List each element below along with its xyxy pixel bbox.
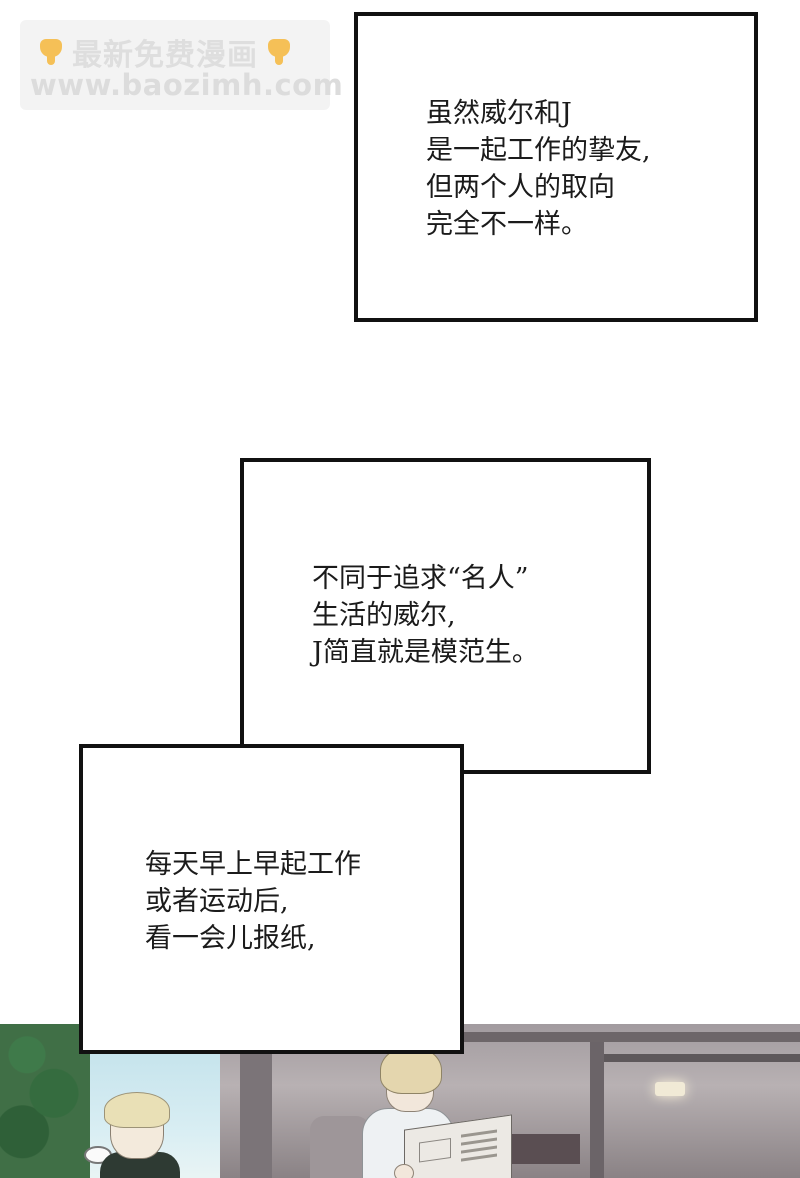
pointing-down-hand-icon [36, 37, 66, 67]
watermark-line1: 最新免费漫画 [72, 38, 258, 73]
watermark-line2: www.baozimh.com [30, 68, 344, 102]
caption-line: 完全不一样。 [426, 209, 588, 240]
character-right-hand [394, 1164, 414, 1178]
caption-text-2: 不同于追求“名人” 生活的威尔, J简直就是模范生。 [312, 560, 539, 671]
caption-line: 生活的威尔, [312, 600, 456, 631]
pillar [240, 1054, 272, 1178]
caption-text-1: 虽然威尔和J 是一起工作的挚友, 但两个人的取向 完全不一样。 [426, 95, 651, 243]
caption-line: 虽然威尔和J [426, 98, 572, 129]
caption-line: 不同于追求“名人” [312, 563, 529, 594]
caption-line: 看一会儿报纸, [145, 923, 316, 954]
character-left-hair [104, 1092, 170, 1128]
caption-line: 但两个人的取向 [426, 172, 615, 203]
caption-box-2: 不同于追求“名人” 生活的威尔, J简直就是模范生。 [240, 458, 651, 774]
watermark: 最新免费漫画 www.baozimh.com [20, 20, 343, 110]
armchair [310, 1116, 370, 1178]
pillar [590, 1042, 604, 1178]
caption-text-3: 每天早上早起工作 或者运动后, 看一会儿报纸, [145, 846, 361, 957]
caption-box-3: 每天早上早起工作 或者运动后, 看一会儿报纸, [79, 744, 464, 1054]
ceiling-lamp [655, 1082, 685, 1096]
shelf [510, 1134, 580, 1164]
caption-line: 或者运动后, [145, 886, 289, 917]
caption-box-1: 虽然威尔和J 是一起工作的挚友, 但两个人的取向 完全不一样。 [354, 12, 758, 322]
ceiling-beam [460, 1032, 800, 1042]
watermark-line1-row: 最新免费漫画 [36, 30, 294, 74]
ceiling-beam [590, 1054, 800, 1062]
pointing-down-hand-icon [264, 37, 294, 67]
tree [0, 1024, 90, 1178]
caption-line: 是一起工作的挚友, [426, 135, 651, 166]
caption-line: 每天早上早起工作 [145, 849, 361, 880]
caption-line: J简直就是模范生。 [312, 637, 539, 668]
